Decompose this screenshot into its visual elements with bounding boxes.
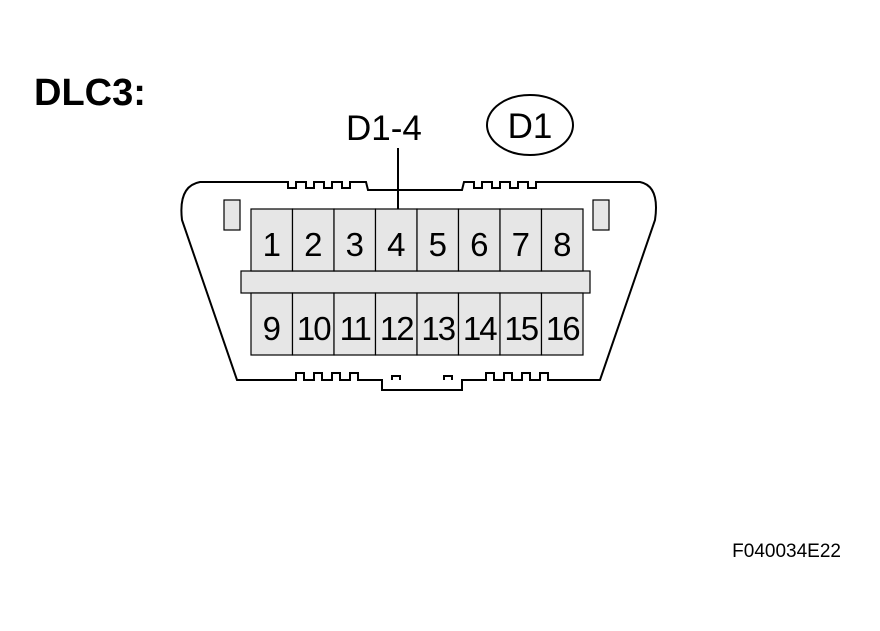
pin-cell-9: [250, 292, 294, 356]
separator-bar: [240, 270, 591, 294]
pin-cell-2: [291, 208, 335, 272]
pin-cell-8: [540, 208, 584, 272]
pin-cell-1: [250, 208, 294, 272]
left-side-slot: [223, 199, 241, 231]
terminal-callout-label: D1-4: [346, 109, 422, 148]
pin-cell-3: [333, 208, 377, 272]
pin-label-11: 11: [340, 310, 371, 347]
right-side-slot: [592, 199, 610, 231]
pin-cell-13: [416, 292, 460, 356]
pin-label-2: 2: [304, 226, 322, 263]
connector-code-label: D1: [508, 107, 553, 146]
pin-label-3: 3: [346, 226, 364, 263]
diagram-title: DLC3:: [34, 72, 146, 114]
pin-label-8: 8: [553, 226, 571, 263]
pin-label-1: 1: [263, 226, 281, 263]
pin-label-14: 14: [463, 310, 497, 347]
pin-cell-15: [499, 292, 543, 356]
pin-cell-10: [291, 292, 335, 356]
pin-cell-4: [374, 208, 418, 272]
pin-cell-16: [540, 292, 584, 356]
pin-cell-11: [333, 292, 377, 356]
pin-label-13: 13: [421, 310, 454, 347]
pin-cell-14: [457, 292, 501, 356]
pin-label-5: 5: [429, 226, 447, 263]
pin-label-6: 6: [470, 226, 488, 263]
pin-label-15: 15: [504, 310, 537, 347]
pin-label-10: 10: [297, 310, 331, 347]
pin-label-9: 9: [263, 310, 281, 347]
pin-cell-6: [457, 208, 501, 272]
pin-label-16: 16: [546, 310, 579, 347]
pin-cell-5: [416, 208, 460, 272]
pin-label-12: 12: [380, 310, 413, 347]
pin-label-7: 7: [512, 226, 530, 263]
pin-cell-7: [499, 208, 543, 272]
figure-id: F040034E22: [732, 541, 841, 562]
pin-cell-12: [374, 292, 418, 356]
pin-label-4: 4: [387, 226, 405, 263]
connector-code-oval: [486, 94, 574, 156]
